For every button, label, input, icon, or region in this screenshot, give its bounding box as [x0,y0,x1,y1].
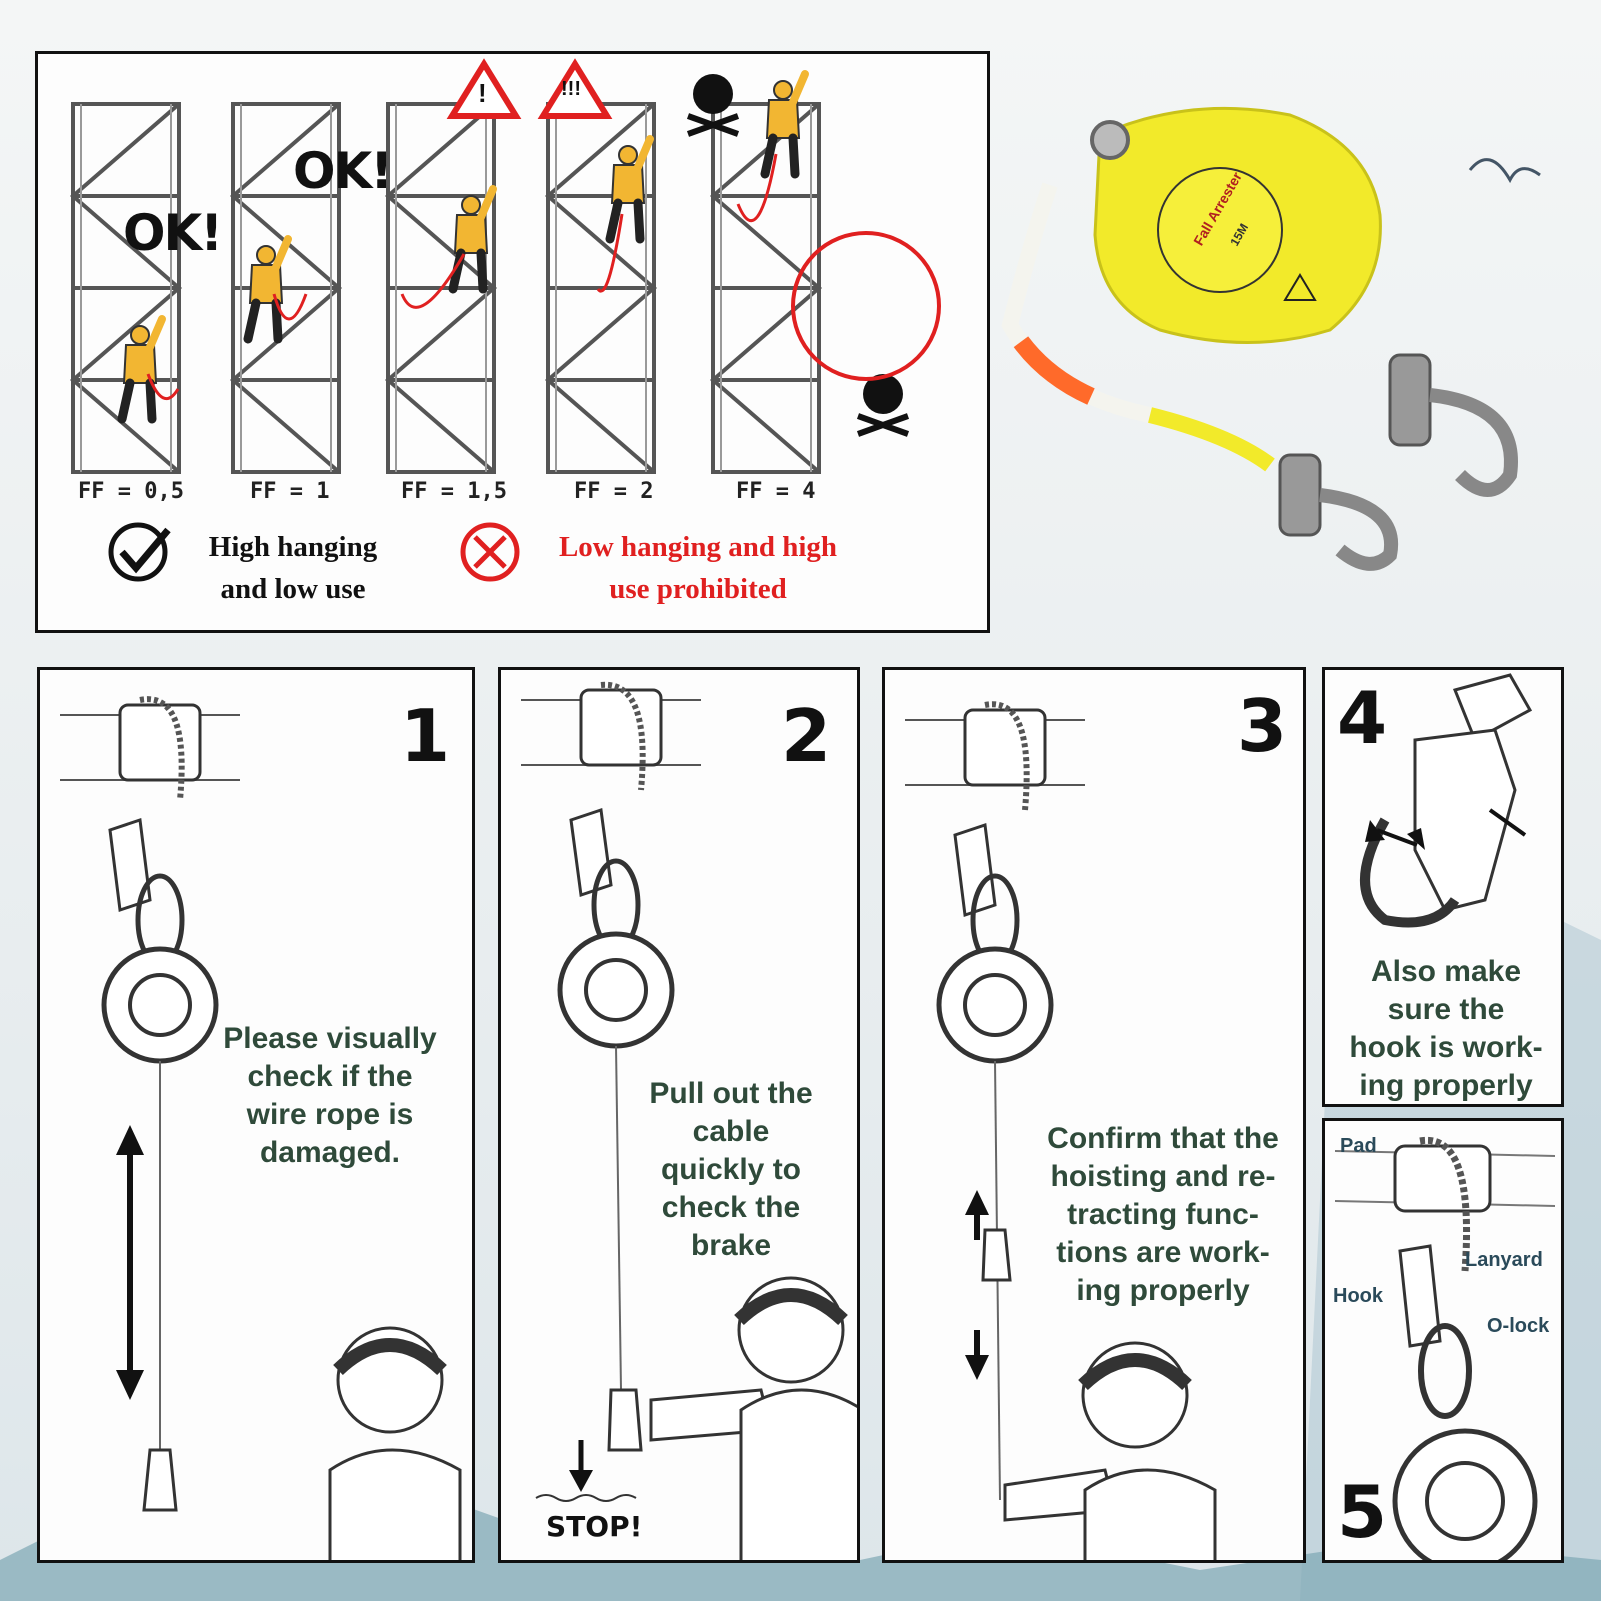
snap-hook-icon [1388,353,1518,497]
double-arrow-icon [116,1125,144,1400]
fall-factor-label: FF = 0,5 [78,479,184,504]
zoom-circle [791,231,941,381]
step-number: 2 [781,694,832,778]
ok-mark: OK! [293,142,393,200]
step-caption: Pull out the cable quickly to check the … [649,1077,813,1262]
part-label-lanyard: Lanyard [1465,1249,1543,1271]
step-caption: Confirm that the hoisting and re- tracti… [1047,1122,1279,1307]
step-panel-4: 4 Also make sure the hook is work- ing p… [1322,667,1564,1107]
brake-test-illustration [521,681,857,1560]
step-number: 4 [1337,676,1388,760]
snap-hook-icon [1278,453,1399,571]
fall-arrester-product: Fall Arrester 15M [1001,106,1518,571]
step-number: 1 [400,694,451,778]
part-label-pad: Pad [1340,1135,1377,1157]
step-caption: Please visually check if the wire rope i… [223,1022,437,1169]
skull-icon [686,74,740,137]
legend-good: High hanging and low use [208,531,378,605]
prohibited-x-icon [460,522,520,582]
double-arrow-icon [1365,820,1425,850]
worker-head-icon [649,1276,857,1560]
stop-label: STOP! [546,1510,643,1543]
step-number: 3 [1237,684,1288,768]
worker-head-icon [328,1326,462,1560]
fall-factor-label: FF = 1 [250,479,330,504]
hook-check-illustration [1360,673,1533,928]
warning-triangle-icon [1283,273,1317,301]
fall-factor-chart: OK! OK! ! !!! FF = 0,5 FF = 1 FF = 1,5 F… [35,51,990,633]
inspection-illustration [60,696,462,1560]
worker-head-icon [1003,1341,1217,1560]
warning-triangle-icon [446,58,522,119]
step-panel-1: 1 Please visually check if the wire rope… [37,667,475,1563]
step-number: 5 [1337,1470,1388,1554]
warning-mark: !!! [561,78,581,100]
bird-icon [1468,158,1541,184]
down-arrow-icon [569,1440,593,1492]
step-caption: Also make sure the hook is work- ing pro… [1349,955,1543,1102]
fall-factor-label: FF = 2 [574,479,654,504]
step-panel-3: 3 Confirm that the hoisting and re- trac… [882,667,1306,1563]
skull-icon [856,374,910,437]
up-arrow-icon [965,1190,989,1240]
step-panel-2: 2 Pull out the cable quickly to check th… [498,667,860,1563]
retraction-test-illustration [905,701,1217,1560]
step-panel-5: Pad Lanyard Hook O-lock 5 [1322,1118,1564,1563]
checkmark-icon [108,522,171,582]
fall-factor-label: FF = 4 [736,479,816,504]
legend-bad: Low hanging and high use prohibited [558,531,838,605]
parts-diagram-illustration [1334,1136,1556,1560]
part-label-hook: Hook [1333,1285,1383,1307]
fall-factor-label: FF = 1,5 [401,479,507,504]
warning-mark: ! [478,78,487,108]
down-arrow-icon [965,1330,989,1380]
fall-factor-illustration [71,58,941,582]
double-arrow-icon [1488,808,1527,837]
part-label-olock: O-lock [1487,1315,1550,1337]
warning-triangle-icon [537,58,613,119]
ok-mark: OK! [123,204,223,262]
